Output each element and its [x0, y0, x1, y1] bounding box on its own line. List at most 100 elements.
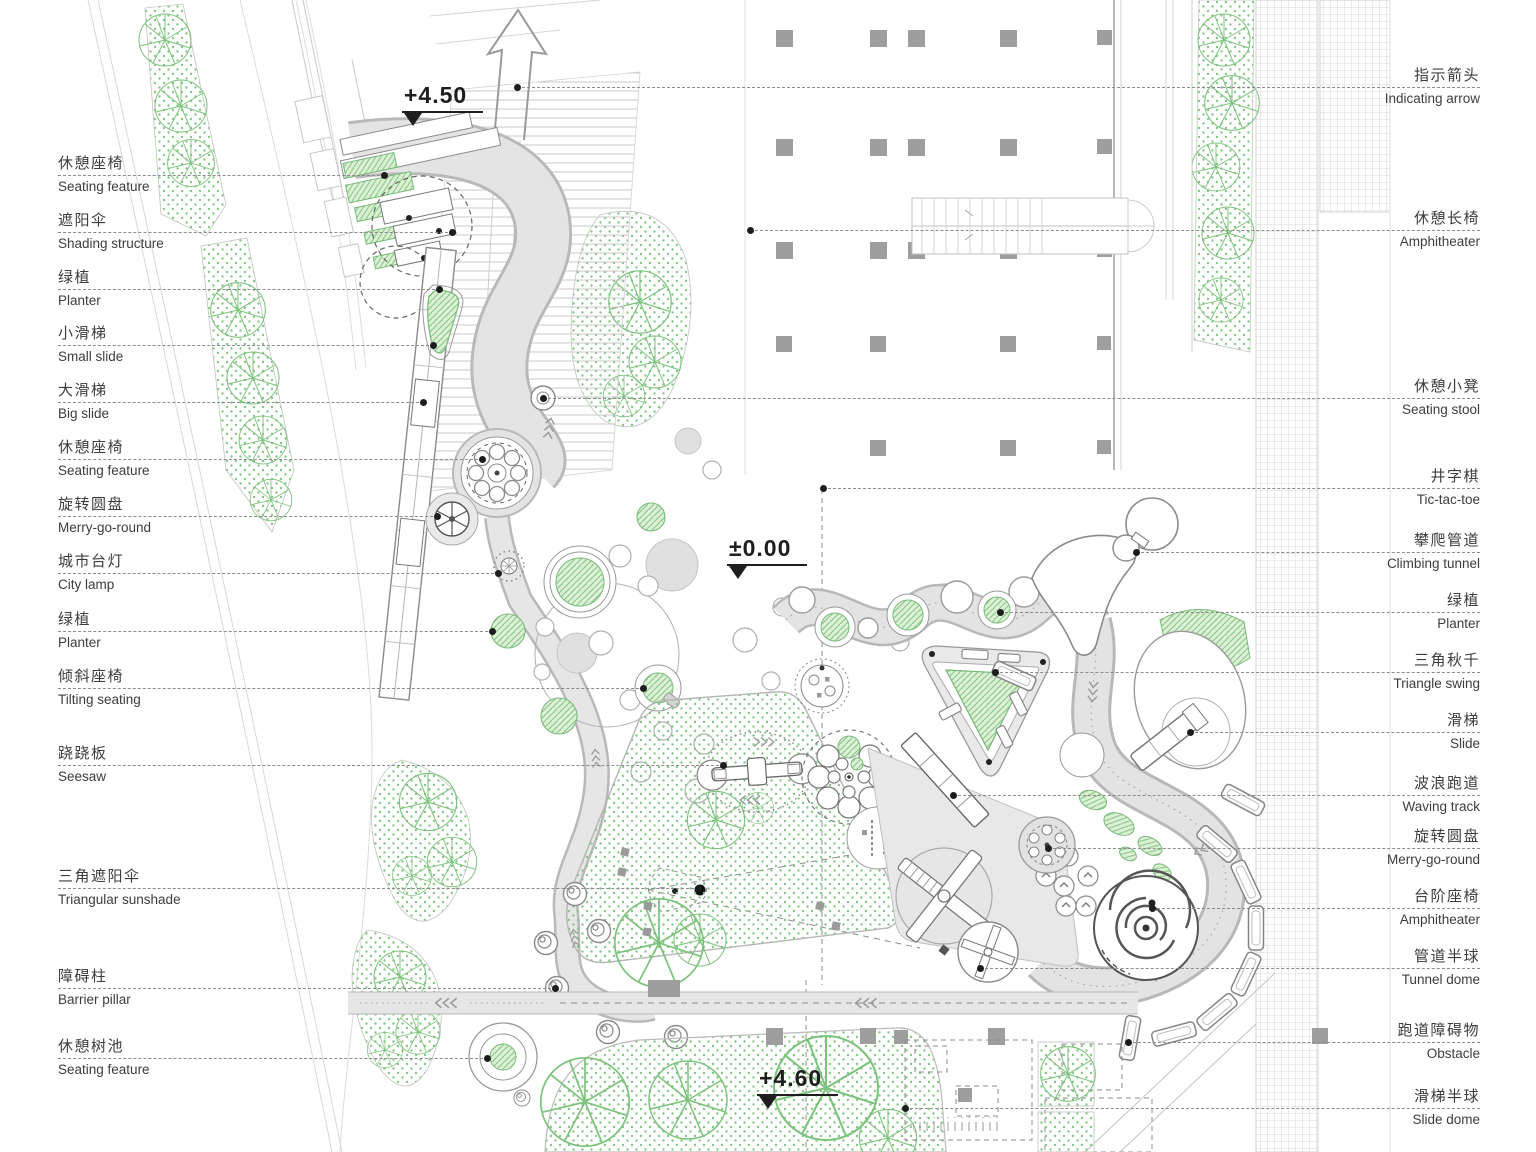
- elevation-value: +4.60: [757, 1065, 839, 1096]
- bottom-right-planting: [1037, 1041, 1096, 1152]
- leader-end-dot: [514, 84, 521, 91]
- planting-strip-upper-left: [138, 3, 227, 237]
- label-text-zh: 绿植: [1446, 592, 1480, 609]
- leader-end-dot: [430, 342, 437, 349]
- label-text-zh: 旋转圆盘: [1413, 828, 1480, 845]
- label-text-zh: 跑道障碍物: [1397, 1022, 1480, 1039]
- triangle-swing: [921, 645, 1051, 777]
- small-slide-planter: [422, 284, 464, 360]
- leader-end-dot: [997, 609, 1004, 616]
- leader-end-dot: [820, 485, 827, 492]
- leader-end-dot: [1133, 549, 1140, 556]
- label-text-zh: 大滑梯: [58, 382, 108, 399]
- stair-plan-top: [911, 197, 1155, 255]
- leader-end-dot: [950, 792, 957, 799]
- label-text-zh: 休憩座椅: [58, 155, 125, 172]
- leader-end-dot: [489, 628, 496, 635]
- leader-end-dot: [434, 513, 441, 520]
- leader-end-dot: [1149, 905, 1156, 912]
- leader-end-dot: [552, 985, 559, 992]
- seating-tree-pool: [468, 1022, 538, 1092]
- label-text-en: Indicating arrow: [1384, 91, 1480, 106]
- label-text-en: Shading structure: [58, 236, 164, 251]
- leader-end-dot: [902, 1105, 909, 1112]
- elevation-triangle-icon: [759, 1096, 777, 1109]
- seating-shading-cluster: [339, 111, 502, 319]
- leader-end-dot: [747, 227, 754, 234]
- label-text-zh: 绿植: [58, 269, 92, 286]
- label-text-en: Seating stool: [1401, 402, 1480, 417]
- paved-grid-band-right: [1191, 0, 1391, 1152]
- leader-end-dot: [1045, 845, 1052, 852]
- label-text-zh: 滑梯: [1446, 712, 1480, 729]
- leader-end-dot: [695, 885, 702, 892]
- label-text-en: Planter: [58, 635, 101, 650]
- track-columns: [648, 980, 1328, 1102]
- planting-strip-right: [1191, 0, 1260, 353]
- leader-end-dot: [540, 395, 547, 402]
- label-text-en: Barrier pillar: [58, 992, 131, 1007]
- planting-strip-mid-left: [200, 237, 295, 533]
- label-text-en: Planter: [1437, 616, 1480, 631]
- label-text-en: City lamp: [58, 577, 115, 592]
- leader-end-dot: [381, 172, 388, 179]
- balance-beam: [900, 732, 990, 828]
- label-text-en: Tunnel dome: [1401, 972, 1480, 987]
- label-text-zh: 休憩小凳: [1413, 378, 1480, 395]
- column-grid: [776, 30, 1112, 456]
- tunnel-dome: [957, 921, 1019, 983]
- leader-end-dot: [449, 229, 456, 236]
- label-text-zh: 遮阳伞: [58, 212, 108, 229]
- label-text-zh: 指示箭头: [1413, 67, 1480, 84]
- elevation-marker-0: +4.50: [402, 82, 484, 126]
- tic-tac-toe-pad: [794, 658, 850, 714]
- shading-structure-dashed-circle: [371, 175, 473, 277]
- elevation-value: +4.50: [402, 82, 484, 113]
- elevation-value: ±0.00: [727, 535, 808, 566]
- label-text-zh: 休憩树池: [58, 1038, 125, 1055]
- label-text-en: Planter: [58, 293, 101, 308]
- label-text-en: Slide dome: [1412, 1112, 1480, 1127]
- leader-end-dot: [1187, 729, 1194, 736]
- label-text-en: Tilting seating: [58, 692, 141, 707]
- climbing-tunnel: [1031, 497, 1179, 656]
- label-text-en: Tic-tac-toe: [1416, 492, 1480, 507]
- leader-end-dot: [484, 1055, 491, 1062]
- merry-go-round-wheel: [425, 492, 479, 546]
- label-text-en: Slide: [1449, 736, 1480, 751]
- bottom-right-roads: [1084, 972, 1276, 1152]
- leader-end-dot: [420, 399, 427, 406]
- bottom-track-band: [348, 980, 1328, 1102]
- elevation-marker-2: +4.60: [757, 1065, 839, 1109]
- track-planting-blobs: [1078, 789, 1172, 881]
- left-label-shading-structure-1: 遮阳伞 Shading structure: [58, 212, 456, 251]
- planting-leaf-lower-left-a: [371, 759, 478, 922]
- elevation-marker-1: ±0.00: [727, 535, 808, 579]
- leader-end-dot: [977, 965, 984, 972]
- obstacle-bench: [1118, 1014, 1142, 1062]
- circular-seating-pad: [460, 436, 534, 510]
- leader-end-dot: [640, 685, 647, 692]
- label-text-zh: 台阶座椅: [1413, 888, 1480, 905]
- label-text-en: Small slide: [58, 349, 124, 364]
- label-text-zh: 休憩长椅: [1413, 210, 1480, 227]
- leader-end-dot: [720, 762, 727, 769]
